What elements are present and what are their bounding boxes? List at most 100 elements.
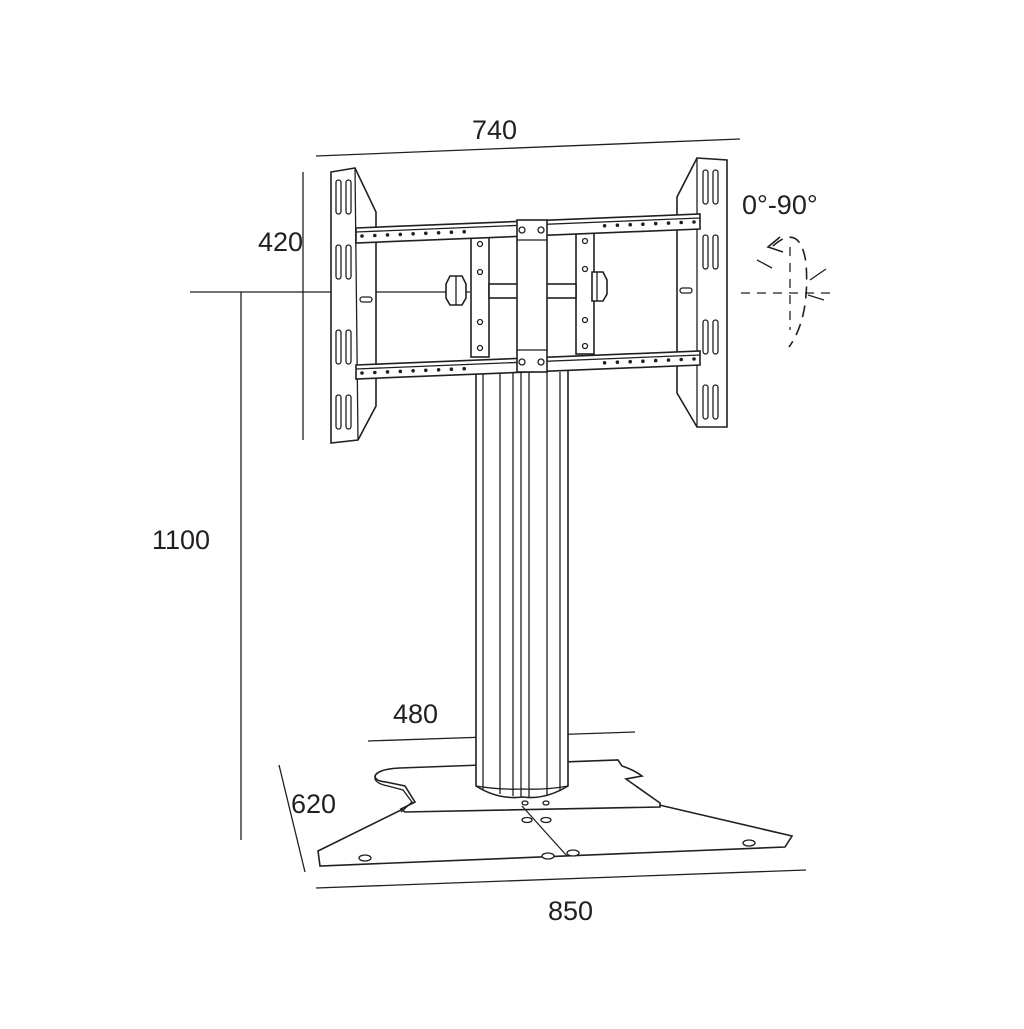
base-inner-depth-label: 480: [393, 699, 439, 729]
left-vertical-bracket: [330, 167, 377, 444]
tilt-knob-right: [591, 271, 608, 302]
base-hole: [566, 849, 580, 857]
rail-hole: [581, 237, 589, 245]
base-seam: [521, 805, 568, 857]
arm-hole: [360, 234, 364, 238]
rail-hole: [476, 240, 484, 248]
right-bracket-slots: [679, 169, 719, 420]
slot: [679, 287, 693, 294]
arm-hole: [449, 367, 454, 372]
slot: [335, 179, 342, 215]
slot: [345, 394, 352, 430]
arm-hole: [411, 369, 415, 373]
arm-hole: [398, 369, 403, 374]
rail-hole: [581, 316, 589, 324]
arm-hole: [679, 220, 683, 225]
right-vertical-bracket: [676, 157, 728, 428]
base-depth-label: 620: [291, 789, 337, 819]
base-hole: [521, 816, 533, 824]
arm-hole: [653, 221, 658, 226]
left-bracket-edge: [354, 167, 359, 441]
slot: [702, 319, 709, 355]
arm-hole: [449, 230, 454, 234]
arm-hole: [692, 357, 696, 361]
slot: [359, 296, 373, 303]
rail-hole: [476, 268, 484, 276]
arm-hole: [436, 368, 441, 372]
clamp-bolt: [537, 226, 545, 234]
slot: [702, 234, 709, 270]
center-clamp: [516, 219, 548, 373]
base-hole: [358, 854, 372, 862]
arm-holes: [360, 220, 696, 375]
clamp-bolt: [518, 226, 526, 234]
total-height-label: 1100: [152, 525, 211, 555]
slot: [345, 329, 352, 365]
column-body: [475, 369, 569, 799]
base-hole: [521, 800, 529, 806]
center-clamp-body: [516, 219, 548, 373]
arm-hole: [602, 361, 607, 365]
mount-height-label: 420: [258, 227, 304, 257]
slot: [345, 244, 352, 280]
slot: [335, 244, 342, 280]
dim-line-740: [315, 138, 741, 157]
rotation-tick: [756, 259, 773, 269]
arm-hole: [628, 359, 632, 364]
arm-hole: [462, 366, 467, 371]
slot: [712, 234, 719, 270]
slot: [345, 179, 352, 215]
rotation-plate: [445, 231, 608, 358]
arm-hole: [641, 359, 645, 364]
arm-hole: [679, 357, 683, 362]
slot: [712, 319, 719, 355]
slot: [712, 384, 719, 420]
slot: [335, 394, 342, 430]
rotation-tick: [809, 268, 827, 281]
rail-hole: [581, 342, 589, 350]
arm-hole: [385, 370, 390, 374]
arm-hole: [424, 368, 428, 373]
arm-hole: [373, 370, 377, 375]
base-hole: [542, 800, 550, 806]
mount-width-label: 740: [472, 115, 518, 145]
base-width-label: 850: [548, 896, 594, 926]
arm-hole: [373, 233, 377, 238]
base-lower-plate: [317, 803, 794, 867]
clamp-bolt: [537, 358, 545, 366]
arm-hole: [398, 232, 403, 237]
arm-hole: [385, 233, 390, 237]
arm-hole: [653, 358, 658, 363]
rail-hole: [581, 265, 589, 273]
base-hole: [541, 852, 555, 860]
arm-hole: [692, 220, 696, 224]
arm-hole: [666, 221, 671, 225]
arm-hole: [615, 360, 620, 365]
arm-hole: [360, 371, 364, 375]
arm-hole: [628, 222, 632, 227]
column-foot-edge: [475, 785, 569, 790]
rotation-arrow-icon: [741, 236, 831, 348]
dim-line-850: [315, 869, 807, 889]
arm-hole: [602, 224, 607, 228]
rotation-arc: [772, 236, 808, 348]
rotation-range-label: 0°-90°: [742, 190, 818, 220]
base-hole: [742, 839, 756, 847]
base-hole: [540, 816, 552, 824]
rotation-plate-left-rail: [470, 234, 490, 358]
slot: [335, 329, 342, 365]
slot: [712, 169, 719, 205]
arm-hole: [411, 232, 415, 236]
arm-hole: [436, 231, 441, 235]
slot: [702, 169, 709, 205]
rotation-tick: [807, 294, 825, 301]
arm-hole: [615, 223, 620, 227]
rail-hole: [476, 318, 484, 326]
rail-hole: [476, 344, 484, 352]
column: [475, 369, 569, 799]
arm-hole: [462, 229, 467, 234]
clamp-bolt: [518, 358, 526, 366]
rotation-arrowhead: [766, 236, 784, 253]
